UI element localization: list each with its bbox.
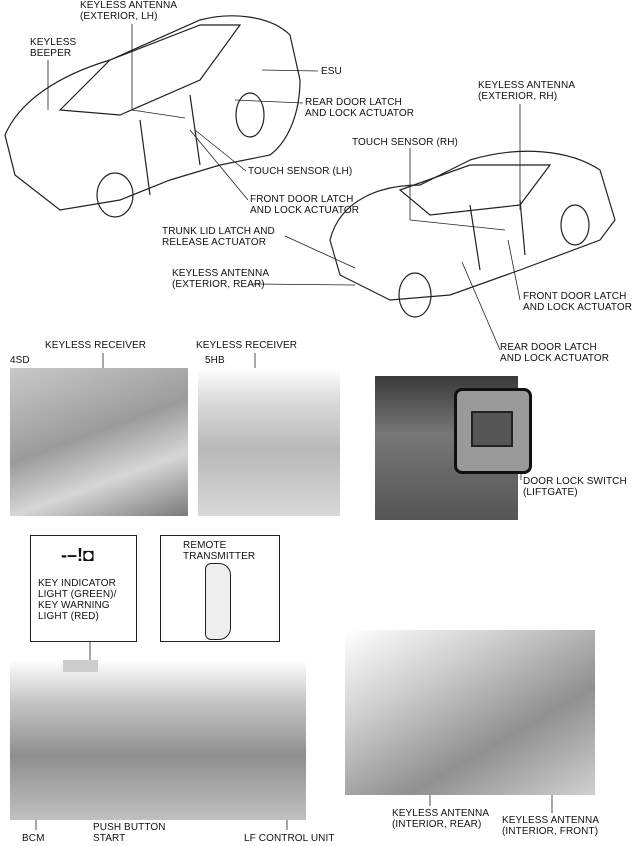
sedan-rear-right-illustration — [329, 150, 616, 318]
label-keyless-antenna-ext-rear: KEYLESS ANTENNA (EXTERIOR, REAR) — [172, 268, 270, 290]
door-lock-switch-icon — [471, 411, 513, 447]
label-keyless-receiver-4sd: KEYLESS RECEIVER — [45, 340, 147, 351]
key-indicator-label: KEY INDICATOR LIGHT (GREEN)/ KEY WARNING… — [38, 578, 117, 622]
label-variant-5hb: 5HB — [205, 355, 225, 366]
key-indicator-icon: -–!◘ — [61, 545, 94, 565]
label-door-lock-switch: DOOR LOCK SWITCH (LIFTGATE) — [523, 476, 627, 498]
label-keyless-beeper: KEYLESS BEEPER — [30, 37, 77, 59]
label-variant-4sd: 4SD — [10, 355, 30, 366]
interior-rear-photo — [345, 630, 595, 795]
label-touch-sensor-lh: TOUCH SENSOR (LH) — [248, 166, 353, 177]
label-keyless-antenna-ext-lh: KEYLESS ANTENNA (EXTERIOR, LH) — [80, 0, 178, 22]
label-esu: ESU — [321, 66, 342, 77]
door-lock-switch-inset — [454, 388, 532, 474]
dashboard-photo — [10, 660, 306, 820]
label-rear-door-latch-lh: REAR DOOR LATCH AND LOCK ACTUATOR — [305, 97, 415, 119]
label-touch-sensor-rh: TOUCH SENSOR (RH) — [352, 137, 458, 148]
sedan-front-left-illustration — [4, 15, 301, 218]
dashboard-highlight — [63, 660, 98, 672]
label-keyless-antenna-int-rear: KEYLESS ANTENNA (INTERIOR, REAR) — [392, 808, 490, 830]
remote-transmitter-label: REMOTE TRANSMITTER — [183, 540, 256, 562]
label-keyless-antenna-int-front: KEYLESS ANTENNA (INTERIOR, FRONT) — [502, 815, 600, 837]
remote-transmitter-icon — [205, 563, 231, 640]
label-rear-door-latch-rh: REAR DOOR LATCH AND LOCK ACTUATOR — [500, 342, 610, 364]
label-front-door-latch-lh: FRONT DOOR LATCH AND LOCK ACTUATOR — [250, 194, 360, 216]
trunk-5hb-photo — [198, 368, 340, 516]
remote-transmitter-box: REMOTE TRANSMITTER — [160, 535, 280, 642]
key-indicator-box: -–!◘ KEY INDICATOR LIGHT (GREEN)/ KEY WA… — [30, 535, 137, 642]
label-keyless-receiver-5hb: KEYLESS RECEIVER — [196, 340, 298, 351]
rear-seat-4sd-photo — [10, 368, 188, 516]
label-bcm: BCM — [22, 833, 45, 844]
label-front-door-latch-rh: FRONT DOOR LATCH AND LOCK ACTUATOR — [523, 291, 633, 313]
label-keyless-antenna-ext-rh: KEYLESS ANTENNA (EXTERIOR, RH) — [478, 80, 576, 102]
label-trunk-lid-latch: TRUNK LID LATCH AND RELEASE ACTUATOR — [162, 226, 275, 248]
label-lf-control-unit: LF CONTROL UNIT — [244, 833, 335, 844]
label-push-button-start: PUSH BUTTON START — [93, 822, 166, 844]
